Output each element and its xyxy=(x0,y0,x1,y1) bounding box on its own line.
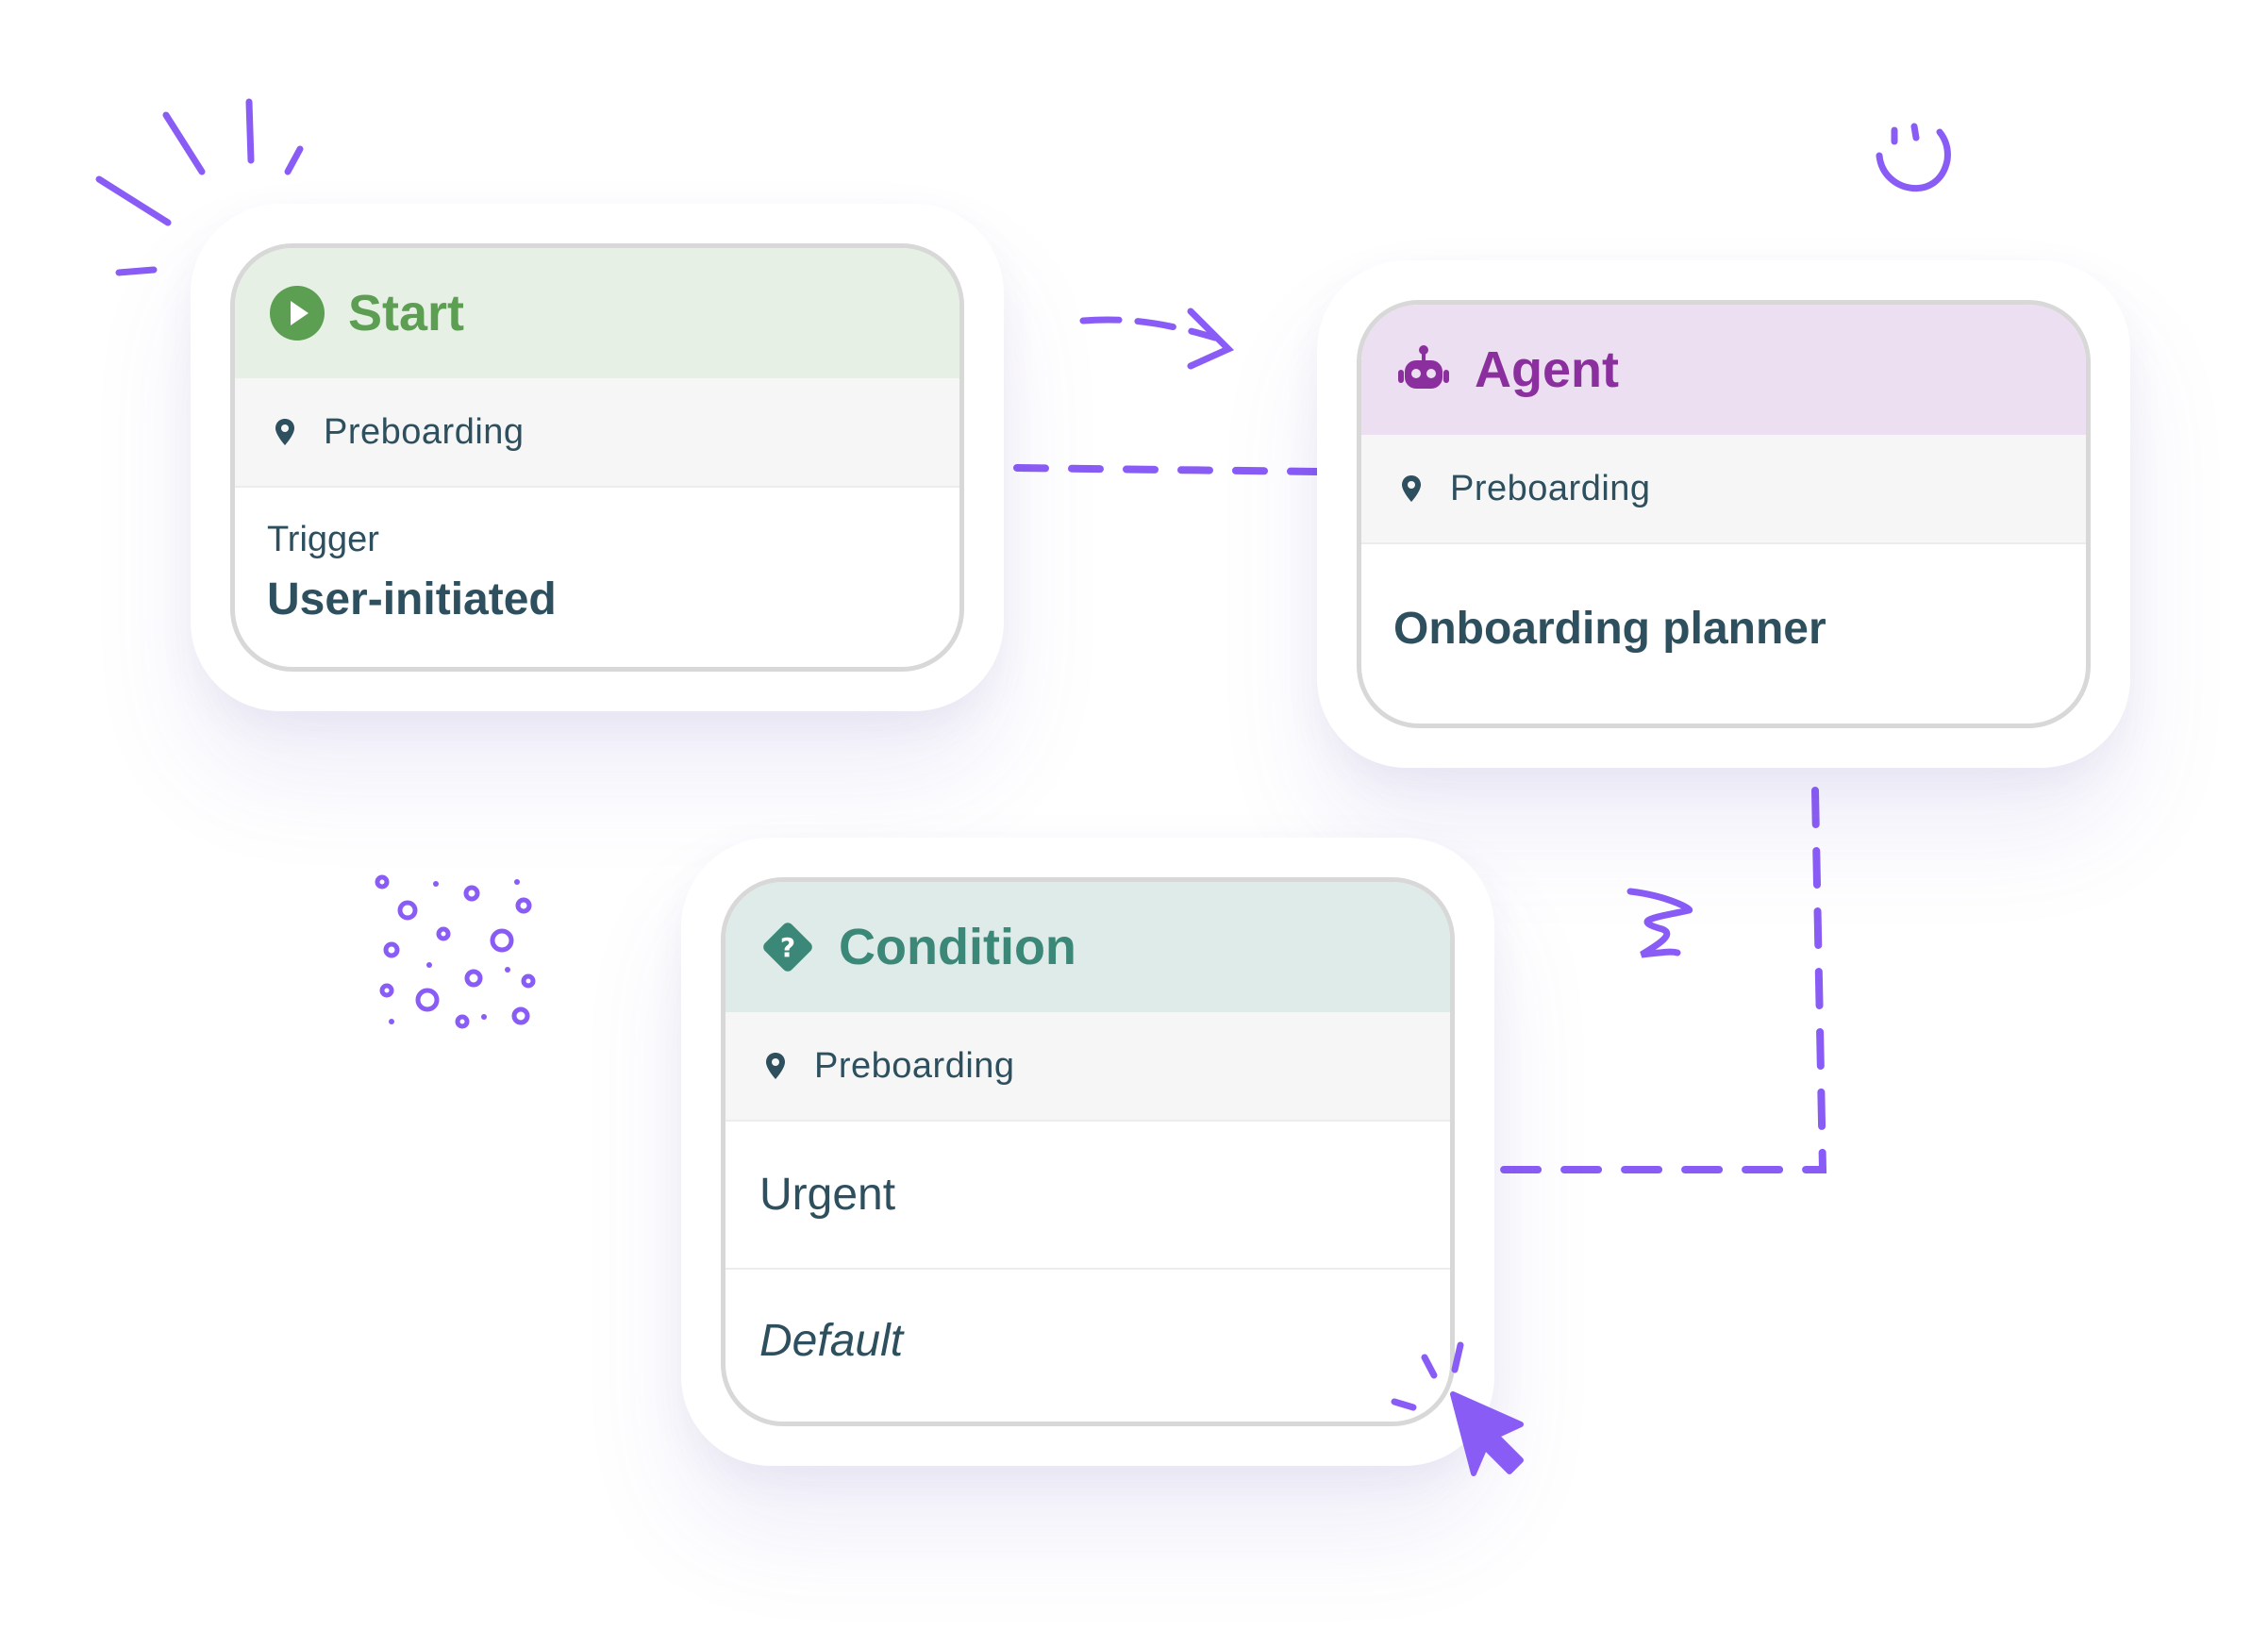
agent-node-card: Agent Preboarding Onboarding planner xyxy=(1357,300,2091,728)
condition-branch-default[interactable]: Default xyxy=(759,1315,904,1366)
agent-node-location: Preboarding xyxy=(1450,468,1651,508)
start-node-card: Start Preboarding Trigger User-initiated xyxy=(230,243,964,672)
condition-node-card: ? Condition Preboarding Urgent Default xyxy=(721,877,1455,1426)
play-circle-icon xyxy=(270,286,325,341)
start-node-location-row: Preboarding xyxy=(235,378,959,488)
condition-node-location: Preboarding xyxy=(814,1045,1015,1086)
start-node-body: Trigger User-initiated xyxy=(235,488,959,625)
squiggle-doodle xyxy=(1626,888,1693,958)
question-diamond-icon: ? xyxy=(763,923,812,972)
robot-icon xyxy=(1398,345,1449,389)
agent-node-title: Agent xyxy=(1475,341,1619,398)
location-pin-icon xyxy=(275,419,294,445)
agent-node-header: Agent xyxy=(1361,305,2086,435)
agent-name: Onboarding planner xyxy=(1393,604,1826,654)
trigger-label: Trigger xyxy=(267,520,379,559)
condition-node[interactable]: ? Condition Preboarding Urgent Default xyxy=(681,838,1494,1466)
connector-agent-condition xyxy=(1494,787,1827,1173)
svg-text:?: ? xyxy=(780,932,795,963)
sparkle-lines xyxy=(95,98,304,276)
dots-cluster xyxy=(375,874,536,1029)
connector-start-agent xyxy=(1013,464,1321,475)
trigger-value: User-initiated xyxy=(267,574,557,624)
condition-node-title: Condition xyxy=(839,919,1076,975)
click-burst xyxy=(1391,1341,1464,1411)
condition-node-header: ? Condition xyxy=(725,882,1450,1012)
agent-node-location-row: Preboarding xyxy=(1361,435,2086,544)
location-pin-icon xyxy=(766,1053,785,1079)
start-node[interactable]: Start Preboarding Trigger User-initiated xyxy=(191,204,1004,711)
condition-node-location-row: Preboarding xyxy=(725,1012,1450,1122)
agent-node[interactable]: Agent Preboarding Onboarding planner xyxy=(1317,260,2130,768)
agent-node-body: Onboarding planner xyxy=(1361,544,2086,655)
start-node-title: Start xyxy=(348,285,465,341)
cursor-arrow-icon xyxy=(1450,1391,1524,1476)
location-pin-icon xyxy=(1402,475,1421,502)
start-node-location: Preboarding xyxy=(324,411,525,452)
start-node-header: Start xyxy=(235,248,959,378)
condition-branch-urgent[interactable]: Urgent xyxy=(725,1122,1450,1270)
curved-arrow-doodle xyxy=(1079,308,1235,370)
smiley-doodle xyxy=(1876,123,1951,192)
